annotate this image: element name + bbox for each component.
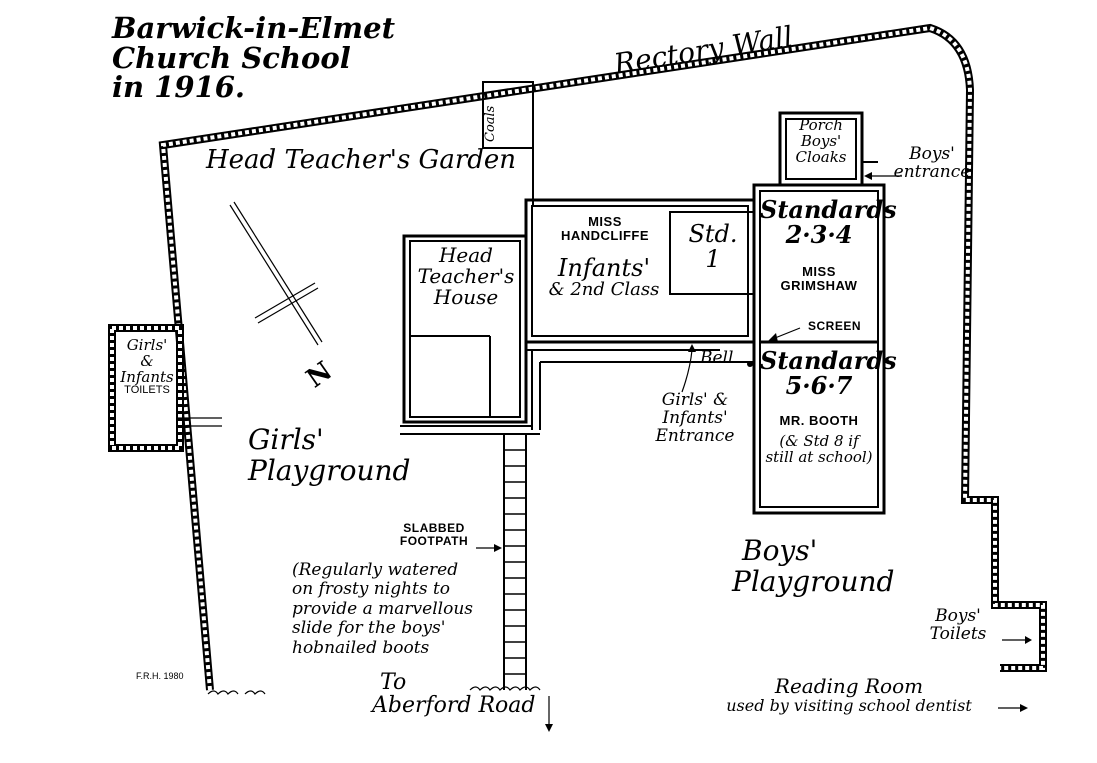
girls-playground-label: Girls' Playground — [248, 423, 411, 487]
standards-234-label-1: Standards — [760, 195, 897, 224]
north-arrow — [229, 201, 323, 346]
map-title: Barwick-in-Elmet Church School in 1916. — [112, 11, 395, 105]
miss-handcliffe-label: MISS HANDCLIFFE — [544, 214, 666, 244]
miss-grimshaw-label-2: GRIMSHAW — [780, 278, 858, 294]
reading-room-label: Reading Room used by visiting school den… — [706, 675, 992, 715]
boys-toilets-block — [1002, 636, 1032, 644]
slabbed-label-1: SLABBED — [403, 521, 465, 535]
standards-block — [752, 183, 886, 515]
girls-playground-label-2: Playground — [248, 453, 411, 487]
footpath-note-label-5: hobnailed boots — [292, 637, 430, 658]
reading-room-label-2: used by visiting school dentist — [726, 696, 972, 715]
corridor — [400, 341, 754, 435]
miss-handcliffe-label-1: MISS — [588, 214, 622, 229]
miss-handcliffe-label-2: HANDCLIFFE — [560, 228, 650, 244]
head-house-label-2: Teacher's — [417, 264, 515, 288]
girls-toilets-label-4: TOILETS — [124, 384, 170, 397]
std1-label-1: Std. — [688, 220, 738, 248]
title-line-1: Barwick-in-Elmet — [112, 11, 395, 45]
reading-room-label-1: Reading Room — [774, 674, 924, 698]
girls-infants-entrance-label-1: Girls' & — [661, 390, 729, 410]
booth-note-label-2: still at school) — [765, 447, 873, 466]
footpath-note-label: (Regularly watered on frosty nights to p… — [292, 560, 473, 658]
girls-infants-entrance-label: Girls' & Infants' Entrance — [640, 390, 750, 446]
slabbed-label-2: FOOTPATH — [399, 534, 469, 549]
mr-booth-label: MR. BOOTH — [779, 413, 859, 428]
boundary-wall — [158, 23, 1047, 691]
standards-567-label-2: 5·6·7 — [785, 371, 853, 401]
coals-label: Coals — [483, 105, 498, 142]
head-house-label-1: Head — [438, 243, 493, 267]
porch-label: Porch — [799, 116, 843, 134]
porch-cloaks-label: Porch Boys' Cloaks — [790, 116, 852, 166]
boys-entrance-label: Boys' entrance — [884, 144, 980, 182]
title-line-3: in 1916. — [112, 70, 246, 105]
std1-label: Std. 1 — [674, 220, 752, 274]
head-house-label-3: House — [433, 285, 499, 309]
girls-playground-label-1: Girls' — [248, 423, 324, 456]
boys-toilets-label-1: Boys' — [935, 606, 981, 626]
boys-cloaks-label-1: Boys' — [800, 131, 842, 150]
infants-label-2: & 2nd Class — [548, 279, 660, 301]
girls-toilets-block — [108, 324, 222, 452]
to-aberford-road-label: To Aberford Road — [372, 671, 536, 717]
screen-label: SCREEN — [808, 319, 862, 333]
girls-infants-entrance-label-3: Entrance — [655, 425, 735, 446]
slabbed-footpath — [503, 434, 527, 690]
footpath-note-label-2: on frosty nights to — [292, 579, 451, 600]
miss-grimshaw-label: MISS GRIMSHAW — [760, 264, 878, 294]
head-teachers-house-label: Head Teacher's House — [416, 245, 516, 308]
standards-234-label-2: 2·3·4 — [785, 220, 853, 250]
to-aberford-label-1: To — [380, 670, 407, 695]
arrows — [176, 172, 1028, 732]
boys-cloaks-label-2: Cloaks — [795, 147, 847, 166]
footpath-note-label-1: (Regularly watered — [292, 560, 459, 580]
to-aberford-label-2: Aberford Road — [372, 693, 536, 719]
boys-toilets-label: Boys' Toilets — [920, 606, 996, 644]
booth-note-label: (& Std 8 if still at school) — [758, 432, 880, 466]
infants-label-1: Infants' — [557, 254, 651, 282]
boys-entrance-label-2: entrance — [893, 161, 971, 182]
miss-grimshaw-label-1: MISS — [802, 264, 836, 279]
author-initials: F.R.H. 1980 — [136, 671, 184, 681]
standards-567-label: Standards 5·6·7 — [760, 346, 897, 401]
bell-label: Bell — [700, 348, 734, 368]
title-line-2: Church School — [112, 40, 351, 75]
boys-playground-label-2: Playground — [732, 564, 895, 598]
slabbed-footpath-label: SLABBED FOOTPATH — [386, 521, 482, 549]
grass-marks — [207, 686, 541, 695]
girls-toilets-label-1: Girls' — [126, 336, 168, 354]
footpath-note-label-4: slide for the boys' — [292, 618, 446, 639]
infants-class-label: Infants' & 2nd Class — [534, 254, 674, 301]
head-teachers-garden-label: Head Teacher's Garden — [206, 145, 517, 175]
boys-playground-label: Boys' Playground — [732, 534, 894, 598]
girls-toilets-label: Girls' & Infants TOILETS — [114, 336, 180, 397]
booth-note-label-1: (& Std 8 if — [779, 432, 859, 450]
std1-label-2: 1 — [705, 245, 721, 274]
boys-toilets-label-2: Toilets — [929, 623, 987, 644]
standards-567-label-1: Standards — [760, 346, 897, 375]
girls-toilets-label-3: Infants — [120, 367, 174, 386]
footpath-note-label-3: provide a marvellous — [292, 598, 473, 619]
coals-store — [482, 81, 534, 149]
girls-infants-entrance-label-2: Infants' — [662, 407, 728, 428]
standards-234-label: Standards 2·3·4 — [760, 195, 897, 250]
boys-playground-label-1: Boys' — [742, 534, 818, 567]
boys-entrance-label-1: Boys' — [909, 144, 955, 164]
girls-toilets-label-2: & — [140, 351, 154, 370]
